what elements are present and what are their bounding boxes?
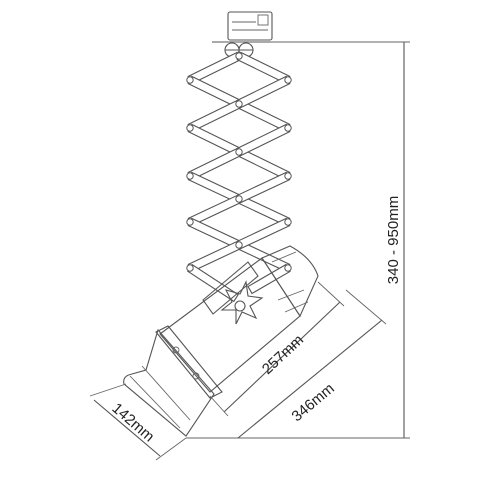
yoke-bracket [202, 261, 259, 315]
scissor-pin [284, 172, 292, 180]
scissor-pin [186, 124, 194, 132]
dimension-height: 340 - 950mm [186, 41, 410, 439]
scissor-pin [235, 241, 243, 249]
scissor-pin [284, 76, 292, 84]
scissor-pin [186, 218, 194, 226]
scissor-pin [284, 264, 292, 272]
height-range-label: 340 - 950mm [385, 196, 402, 284]
ceiling-mount [212, 11, 280, 58]
mount-connector [257, 14, 269, 26]
scissor-pin [284, 218, 292, 226]
total-length-line [237, 319, 383, 439]
scissor-pin [186, 264, 194, 272]
scissor-pin [284, 124, 292, 132]
front-size-line [93, 399, 161, 457]
housing-length-line [223, 301, 341, 413]
scissor-pin [186, 76, 194, 84]
scissor-pin [186, 172, 194, 180]
total-length-label: 346mm [288, 380, 337, 425]
front-size-label: 142mm [108, 400, 157, 446]
scissor-pin [235, 148, 243, 156]
front-ring [155, 325, 223, 399]
scissor-pin [235, 100, 243, 108]
scissor-pin [235, 195, 243, 203]
scissor-pin [235, 52, 243, 60]
housing-body [159, 257, 301, 393]
housing-rear-cap [261, 245, 319, 318]
lamp-housing [123, 245, 319, 437]
scissor-arms [186, 51, 292, 303]
scissor-arm-bottom-left [187, 263, 239, 303]
adjustment-knob [220, 280, 264, 325]
barn-door-flap [123, 328, 215, 437]
housing-length-label: 257mm [259, 331, 307, 378]
mount-box [227, 11, 273, 41]
